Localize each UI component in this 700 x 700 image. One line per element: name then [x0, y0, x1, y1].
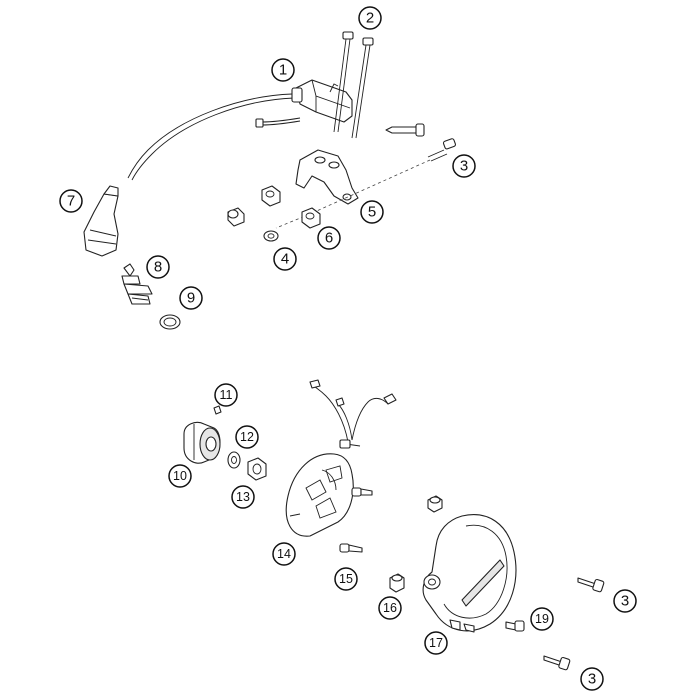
sealing-ring: [159, 314, 181, 330]
svg-text:14: 14: [277, 547, 291, 561]
svg-text:7: 7: [67, 193, 75, 210]
flywheel-washer: [227, 451, 241, 469]
svg-text:3: 3: [460, 158, 468, 175]
callout-16: 16: [378, 596, 402, 620]
flywheel-rotor: [183, 421, 221, 464]
cover-screw-bottom: [543, 655, 571, 671]
svg-text:3: 3: [621, 593, 629, 610]
spark-plug: [121, 263, 153, 305]
dowel-sleeve-lower: [389, 573, 405, 593]
callout-15: 15: [334, 567, 358, 591]
svg-text:6: 6: [325, 230, 333, 247]
stator-screw-upper: [351, 487, 373, 497]
svg-text:4: 4: [281, 251, 289, 268]
stator-plate: [285, 453, 354, 537]
callout-6: 6: [317, 226, 341, 250]
svg-text:2: 2: [366, 10, 374, 27]
svg-text:15: 15: [339, 572, 353, 586]
svg-text:13: 13: [236, 490, 250, 504]
dowel-sleeve-upper: [427, 495, 443, 513]
coil-nut-lower: [301, 207, 321, 229]
ignition-cover: [422, 514, 517, 633]
callout-2: 2: [358, 6, 382, 30]
callout-5: 5: [360, 200, 384, 224]
flywheel-nut: [247, 457, 267, 481]
callout-13: 13: [231, 485, 255, 509]
callout-3-bottom: 3: [580, 667, 604, 691]
svg-text:19: 19: [535, 612, 549, 626]
assembly-line: [275, 159, 431, 229]
callout-17: 17: [424, 631, 448, 655]
callout-10: 10: [168, 464, 192, 488]
svg-text:8: 8: [154, 259, 162, 276]
svg-text:9: 9: [187, 290, 195, 307]
svg-text:12: 12: [240, 430, 254, 444]
spark-plug-connector: [83, 185, 119, 257]
cover-screw-short: [505, 620, 525, 632]
cover-screw-right: [577, 577, 605, 593]
callout-7: 7: [59, 189, 83, 213]
callout-12: 12: [235, 425, 259, 449]
callout-9: 9: [179, 286, 203, 310]
callout-1: 1: [271, 58, 295, 82]
stator-screw-lower: [339, 543, 363, 553]
svg-text:1: 1: [279, 62, 287, 79]
callout-14: 14: [272, 542, 296, 566]
ignition-cable: [127, 93, 295, 181]
woodruff-key: [213, 405, 222, 415]
svg-text:10: 10: [173, 469, 187, 483]
svg-text:3: 3: [588, 671, 596, 688]
coil-screws: [333, 31, 374, 139]
coil-nut-upper: [261, 185, 281, 207]
svg-text:17: 17: [429, 636, 443, 650]
washer-small: [263, 230, 279, 242]
svg-text:5: 5: [368, 204, 376, 221]
callout-3-upper: 3: [452, 154, 476, 178]
bracket-screw-long: [427, 138, 456, 162]
callout-4: 4: [273, 247, 297, 271]
callout-8: 8: [146, 255, 170, 279]
svg-text:16: 16: [383, 601, 397, 615]
stator-wiring: [309, 379, 397, 449]
coil-bracket: [295, 149, 359, 205]
ignition-coil: [255, 79, 353, 128]
svg-text:11: 11: [220, 388, 233, 402]
callout-19: 19: [530, 607, 554, 631]
spacer-sleeve: [227, 207, 245, 227]
callout-11: 11: [214, 383, 238, 407]
callout-3-right: 3: [613, 589, 637, 613]
bracket-screw-upper: [385, 123, 425, 137]
